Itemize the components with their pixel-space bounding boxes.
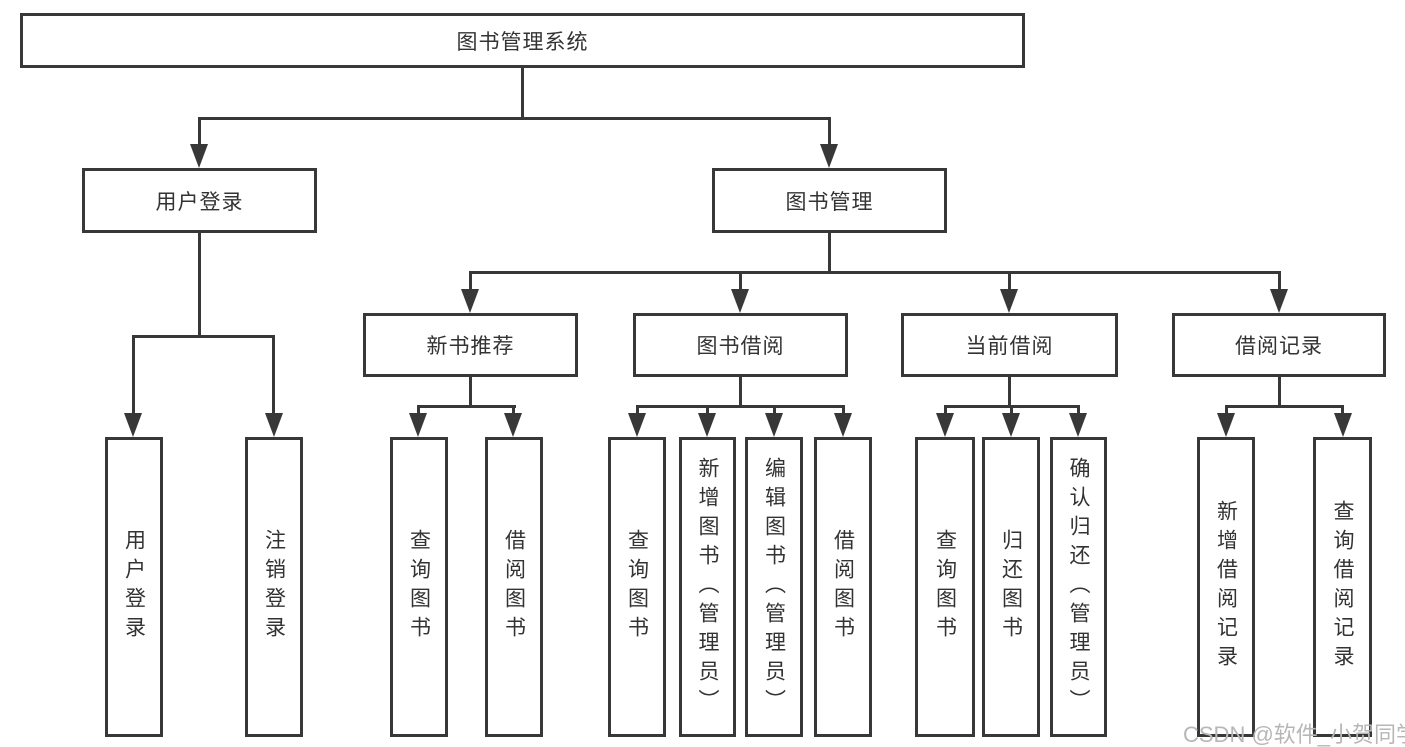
leaf-borrow-books-borrowing: 借阅图书 — [814, 437, 872, 737]
leaf-query-books-current-label: 查询图书 — [933, 529, 957, 645]
leaf-user-login-label: 用户登录 — [122, 529, 146, 645]
connector-line — [842, 405, 845, 415]
arrow-head — [265, 413, 283, 437]
connector-line — [132, 335, 135, 415]
connector-line — [773, 405, 776, 415]
arrow-head — [731, 289, 749, 313]
leaf-add-books-admin-label: 新增图书（管理员） — [696, 456, 719, 718]
node-borrowing-records-label: 借阅记录 — [1235, 335, 1323, 358]
connector-line — [198, 233, 201, 338]
node-current-borrowing: 当前借阅 — [901, 313, 1118, 377]
arrow-head — [1217, 413, 1235, 437]
csdn-watermark: CSDN @软件_小贺同学 — [1183, 722, 1405, 747]
leaf-confirm-return-admin-label: 确认归还（管理员） — [1067, 456, 1090, 718]
arrow-head — [504, 413, 522, 437]
arrow-head — [628, 413, 646, 437]
leaf-query-books-borrowing-label: 查询图书 — [625, 529, 649, 645]
connector-line — [1278, 377, 1281, 408]
arrow-head — [698, 413, 716, 437]
connector-line — [739, 377, 742, 408]
node-user-login: 用户登录 — [82, 168, 317, 233]
connector-line — [828, 117, 831, 147]
arrow-head — [1000, 289, 1018, 313]
leaf-borrow-books-recommend-label: 借阅图书 — [502, 529, 526, 645]
connector-line — [1008, 377, 1011, 408]
connector-line — [417, 405, 420, 415]
node-new-book-recommendation: 新书推荐 — [363, 313, 578, 377]
connector-line — [417, 405, 516, 408]
connector-line — [1278, 271, 1281, 293]
leaf-edit-books-admin: 编辑图书（管理员） — [745, 437, 803, 737]
arrow-head — [820, 144, 838, 168]
leaf-borrow-books-recommend: 借阅图书 — [485, 437, 543, 737]
leaf-query-books-recommend: 查询图书 — [390, 437, 448, 737]
leaf-query-books-borrowing: 查询图书 — [608, 437, 666, 737]
leaf-add-borrow-record: 新增借阅记录 — [1197, 437, 1255, 737]
connector-line — [132, 335, 275, 338]
connector-line — [469, 271, 472, 293]
connector-line — [1341, 405, 1344, 415]
arrow-head — [409, 413, 427, 437]
arrow-head — [1002, 413, 1020, 437]
arrow-head — [765, 413, 783, 437]
connector-line — [469, 271, 1281, 274]
connector-line — [1077, 405, 1080, 415]
arrow-head — [461, 289, 479, 313]
node-borrowing-records: 借阅记录 — [1172, 313, 1386, 377]
leaf-query-books-current: 查询图书 — [915, 437, 975, 737]
node-book-management-label: 图书管理 — [785, 190, 874, 214]
leaf-borrow-books-borrowing-label: 借阅图书 — [831, 529, 855, 645]
arrow-head — [1069, 413, 1087, 437]
arrow-head — [1334, 413, 1352, 437]
leaf-return-books: 归还图书 — [982, 437, 1040, 737]
connector-line — [706, 405, 709, 415]
connector-line — [944, 405, 947, 415]
leaf-query-borrow-record-label: 查询借阅记录 — [1331, 500, 1354, 674]
connector-line — [198, 117, 831, 120]
leaf-add-borrow-record-label: 新增借阅记录 — [1214, 500, 1238, 674]
connector-line — [828, 233, 831, 274]
node-book-borrowing: 图书借阅 — [633, 313, 848, 377]
connector-line — [198, 117, 201, 147]
leaf-add-books-admin: 新增图书（管理员） — [679, 437, 736, 737]
leaf-return-books-label: 归还图书 — [999, 529, 1023, 645]
leaf-logout: 注销登录 — [245, 437, 303, 737]
node-new-book-recommendation-label: 新书推荐 — [426, 335, 515, 358]
connector-line — [512, 405, 515, 415]
leaf-confirm-return-admin: 确认归还（管理员） — [1050, 437, 1107, 737]
connector-line — [739, 271, 742, 293]
leaf-logout-label: 注销登录 — [262, 529, 286, 645]
connector-line — [1008, 271, 1011, 293]
node-book-management: 图书管理 — [712, 168, 947, 233]
node-library-system: 图书管理系统 — [20, 13, 1025, 68]
arrow-head — [124, 413, 142, 437]
leaf-edit-books-admin-label: 编辑图书（管理员） — [762, 456, 786, 718]
leaf-query-borrow-record: 查询借阅记录 — [1313, 437, 1372, 737]
arrow-head — [190, 144, 208, 168]
leaf-query-books-recommend-label: 查询图书 — [407, 529, 431, 645]
connector-line — [636, 405, 639, 415]
node-library-system-label: 图书管理系统 — [456, 30, 589, 54]
connector-line — [1225, 405, 1228, 415]
leaf-user-login: 用户登录 — [105, 437, 163, 737]
node-current-borrowing-label: 当前借阅 — [965, 335, 1054, 358]
arrow-head — [1270, 289, 1288, 313]
connector-line — [521, 68, 524, 118]
connector-line — [469, 377, 472, 408]
connector-line — [1225, 405, 1344, 408]
connector-line — [272, 335, 275, 415]
connector-line — [1010, 405, 1013, 415]
arrow-head — [834, 413, 852, 437]
node-book-borrowing-label: 图书借阅 — [696, 335, 785, 358]
node-user-login-label: 用户登录 — [155, 190, 244, 214]
arrow-head — [936, 413, 954, 437]
connector-line — [636, 405, 844, 408]
